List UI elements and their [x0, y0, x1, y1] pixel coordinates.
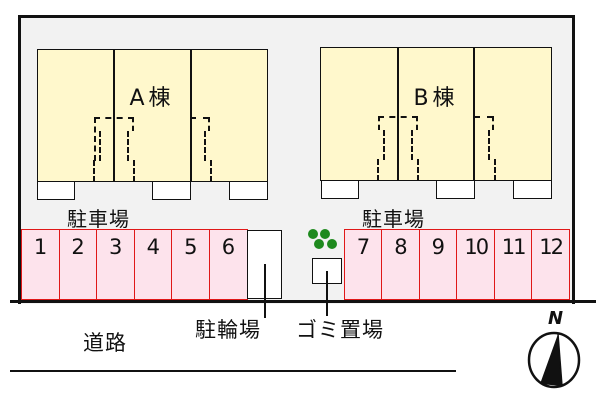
slot-number: 8	[394, 235, 408, 259]
stair-outline	[416, 116, 418, 130]
stair-outline	[411, 130, 413, 160]
road-line	[10, 370, 456, 372]
parking-slot: 2	[58, 229, 98, 300]
balcony	[37, 181, 75, 200]
stair-outline	[94, 117, 134, 119]
road-label: 道路	[83, 331, 127, 355]
stair-outline	[492, 116, 494, 130]
parking-b-label: 駐車場	[362, 207, 425, 231]
stair-outline	[417, 159, 419, 181]
parking-slot: 5	[171, 229, 211, 300]
unit-divider	[113, 49, 115, 182]
slot-number: 5	[184, 235, 198, 259]
stair-outline	[210, 160, 212, 182]
slot-number: 4	[146, 235, 160, 259]
parking-slot: 3	[96, 229, 136, 300]
unit-divider	[473, 47, 475, 181]
stair-outline	[204, 131, 206, 161]
stair-outline	[99, 131, 101, 161]
tree-icon	[320, 229, 330, 239]
parking-slot: 7	[344, 229, 383, 300]
unit-divider	[397, 47, 399, 181]
parking-slot: 10	[456, 229, 496, 300]
stair-outline	[488, 130, 490, 160]
parking-slot: 9	[418, 229, 458, 300]
tree-icon	[308, 229, 318, 239]
building-b-label: B棟	[413, 86, 459, 111]
stair-outline	[190, 117, 209, 119]
slot-number: 6	[221, 235, 236, 259]
stair-outline	[94, 117, 100, 161]
stair-outline	[494, 159, 496, 181]
slot-number: 1	[33, 235, 48, 259]
building-a-label: A棟	[129, 86, 175, 111]
parking-slot: 6	[208, 229, 248, 300]
slot-number: 12	[539, 235, 564, 259]
parking-slot: 4	[133, 229, 173, 300]
slot-number: 9	[431, 235, 445, 259]
slot-number: 3	[109, 235, 123, 259]
compass: N	[524, 308, 584, 393]
parking-slot: 1	[21, 229, 61, 300]
building-a	[37, 49, 268, 182]
stair-outline	[378, 116, 418, 118]
stair-outline	[132, 117, 134, 131]
road-edge-line	[10, 300, 596, 303]
stair-outline	[383, 130, 385, 160]
bicycle-leader-line	[264, 264, 266, 318]
tree-icon	[327, 239, 337, 249]
balcony	[229, 181, 268, 200]
parking-slot: 12	[531, 229, 571, 300]
compass-icon	[527, 331, 581, 389]
parking-slot: 11	[493, 229, 533, 300]
bicycle-parking-label: 駐輪場	[195, 318, 261, 342]
compass-north-label: N	[548, 308, 564, 329]
tree-icon	[314, 239, 324, 249]
parking-slot: 8	[381, 229, 421, 300]
garbage-area-label: ゴミ置場	[296, 318, 384, 342]
building-b	[320, 47, 552, 181]
stair-outline	[378, 116, 380, 130]
slot-number: 2	[71, 235, 85, 259]
parking-lot-a: 1 2 3 4 5 6	[21, 229, 248, 300]
stair-outline	[208, 117, 210, 131]
stair-outline	[127, 131, 129, 161]
slot-number: 7	[356, 235, 371, 259]
balcony	[436, 180, 475, 199]
balcony	[513, 180, 552, 199]
unit-divider	[190, 49, 192, 182]
slot-number: 10	[464, 235, 489, 259]
balcony	[321, 180, 359, 199]
stair-outline	[133, 160, 135, 182]
parking-lot-b: 7 8 9 10 11 12	[344, 229, 571, 300]
slot-number: 11	[501, 235, 527, 259]
stair-outline	[93, 160, 95, 182]
garbage-leader-line	[326, 271, 328, 316]
balcony	[152, 181, 191, 200]
stair-outline	[474, 116, 493, 118]
parking-a-label: 駐車場	[67, 207, 130, 231]
stair-outline	[377, 159, 379, 181]
